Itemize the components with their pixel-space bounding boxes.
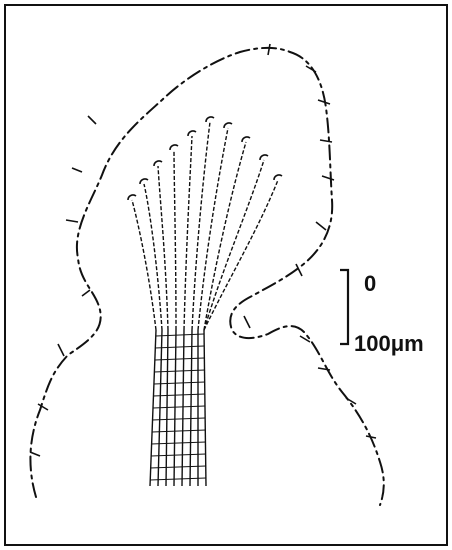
filament-fan [132,122,278,330]
scale-bar-top-label: 0 [364,273,376,295]
outer-outline-left [30,48,290,497]
outer-outline-right [230,52,384,505]
scale-bar-bottom-label: 100μm [354,333,424,355]
filament-tips [128,117,282,200]
scale-bar [340,270,348,344]
